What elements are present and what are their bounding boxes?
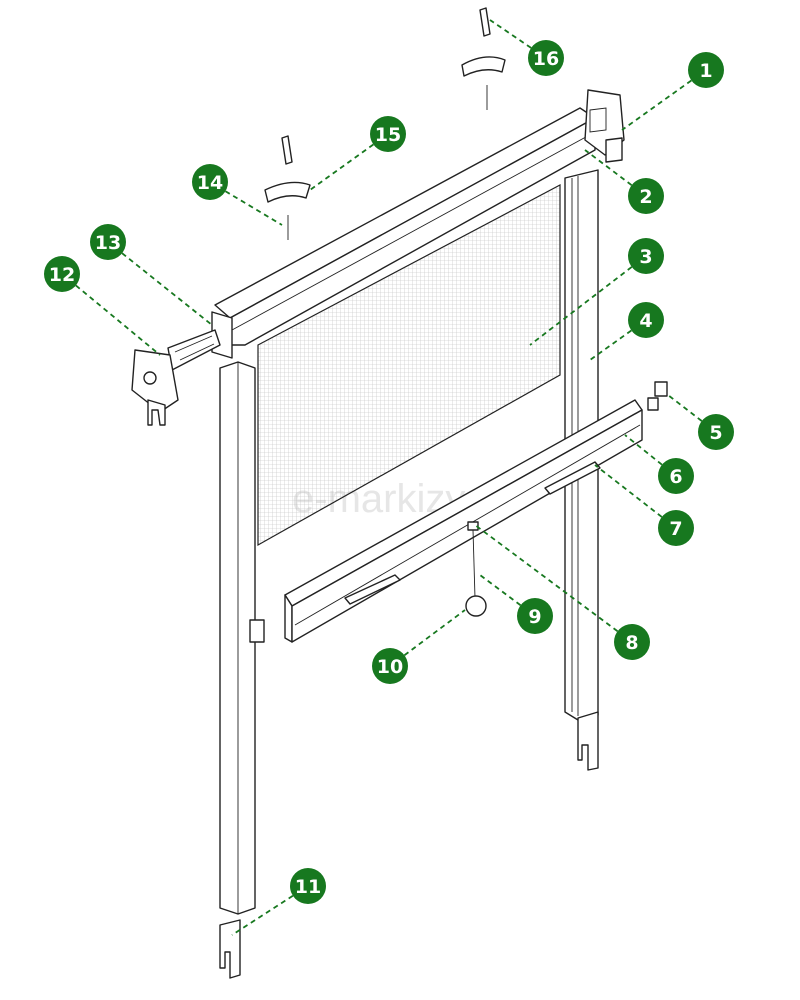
callout-9: 9 [479, 574, 553, 634]
callout-5: 5 [667, 394, 734, 450]
callout-16: 16 [489, 19, 564, 76]
callout-badge [628, 178, 664, 214]
callout-7: 7 [594, 464, 694, 546]
callout-14: 14 [192, 164, 283, 226]
leader-line [309, 133, 389, 191]
callout-1: 1 [621, 52, 724, 131]
callout-number: 9 [528, 606, 541, 628]
callout-4: 4 [589, 302, 664, 361]
right-end-cap [584, 89, 625, 163]
bottom-bar [284, 399, 643, 643]
callout-number: 12 [49, 264, 75, 286]
mounting-bracket-left [264, 135, 311, 240]
side-stop [647, 381, 668, 411]
left-end-cap [131, 329, 221, 426]
callout-badge [372, 648, 408, 684]
pull-cord-clip [467, 521, 479, 531]
callout-badge [192, 164, 228, 200]
callout-badge [370, 116, 406, 152]
left-guide-rail [219, 361, 265, 979]
leader-line [594, 464, 677, 529]
callout-number: 1 [699, 60, 712, 82]
callout-badge [658, 458, 694, 494]
callout-number: 5 [709, 422, 722, 444]
callout-3: 3 [529, 238, 664, 346]
leader-line [107, 241, 213, 326]
callout-number: 15 [375, 124, 401, 146]
callout-badge [628, 238, 664, 274]
callout-15: 15 [309, 116, 406, 191]
callout-number: 6 [669, 466, 682, 488]
callout-10: 10 [372, 609, 466, 684]
callout-number: 14 [197, 172, 223, 194]
callout-badge [517, 598, 553, 634]
leader-line [529, 255, 647, 346]
callout-badge [688, 52, 724, 88]
handle-left [344, 574, 401, 605]
callout-8: 8 [474, 524, 650, 660]
callout-number: 3 [639, 246, 652, 268]
leader-line [61, 273, 161, 356]
callout-number: 13 [95, 232, 121, 254]
pull-cord-knob [465, 595, 487, 617]
left-catch [249, 619, 265, 643]
leader-line [474, 524, 633, 643]
callout-12: 12 [44, 256, 161, 356]
callout-number: 2 [639, 186, 652, 208]
callout-badge [628, 302, 664, 338]
callout-number: 8 [625, 632, 638, 654]
callout-number: 7 [669, 518, 682, 540]
callout-badge [44, 256, 80, 292]
callout-number: 4 [639, 310, 652, 332]
callout-number: 16 [533, 48, 559, 70]
callout-badge [658, 510, 694, 546]
callout-number: 10 [377, 656, 403, 678]
callout-badge [90, 224, 126, 260]
callout-badge [698, 414, 734, 450]
handle-right [544, 461, 601, 495]
callout-badge [528, 40, 564, 76]
callout-badge [290, 868, 326, 904]
leader-line [231, 885, 309, 936]
mesh-screen [257, 184, 561, 547]
callout-number: 11 [295, 876, 321, 898]
callout-11: 11 [231, 868, 326, 936]
callout-6: 6 [624, 434, 694, 494]
mounting-bracket-right [461, 7, 506, 110]
callout-badge [614, 624, 650, 660]
leader-line [389, 609, 466, 667]
callout-13: 13 [90, 224, 213, 326]
callout-2: 2 [584, 149, 664, 214]
